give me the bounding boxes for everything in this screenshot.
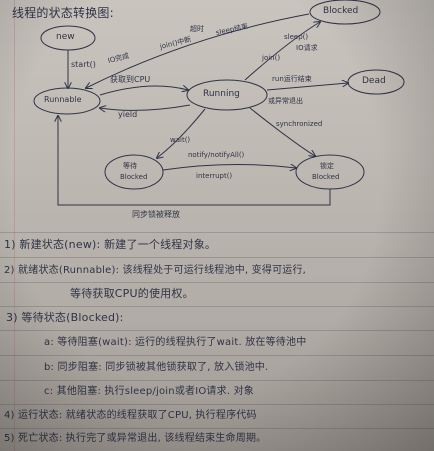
- edge-run-end: [266, 83, 348, 91]
- node-blocked-top-outline: [309, 0, 381, 25]
- edge-synchronized: [249, 107, 315, 156]
- node-runnable: Runnable: [44, 95, 82, 104]
- ruled-line: [0, 355, 434, 356]
- node-waiting-label-cn: 等待: [123, 162, 137, 170]
- edge-label-synchronized: synchronized: [276, 120, 323, 128]
- edge-label-timeout: 超时: [190, 25, 204, 33]
- node-running-outline: [186, 79, 268, 111]
- edge-yield: [100, 104, 191, 110]
- node-new: new: [56, 32, 75, 42]
- note-3c-other-blocking: c: 其他阻塞: 执行sleep/join或者IO请求. 对象: [44, 386, 254, 397]
- node-waiting-label-en: Blocked: [120, 173, 148, 181]
- edge-label-lock-released: 同步锁被释放: [132, 210, 180, 219]
- note-4-running-state: 4) 运行状态: 就绪状态的线程获取了CPU, 执行程序代码: [4, 410, 257, 421]
- node-dead: Dead: [362, 76, 386, 86]
- edge-label-get-cpu: 获取到CPU: [110, 75, 151, 84]
- note-5-dead-state: 5) 死亡状态: 执行完了或异常退出, 该线程结束生命周期。: [4, 433, 267, 444]
- diagram-title: 线程的状态转换图:: [12, 6, 114, 20]
- ruled-line: [0, 428, 434, 429]
- edge-label-or-exception: 或异常退出: [268, 97, 303, 105]
- ruled-line: [0, 232, 434, 233]
- node-lock-label-cn: 锁定: [320, 162, 334, 170]
- edge-label-yield: yield: [118, 110, 138, 119]
- ruled-line: [0, 380, 434, 381]
- ruled-line: [0, 282, 434, 283]
- edge-label-start: start(): [71, 60, 96, 69]
- ruled-line: [0, 330, 434, 331]
- ruled-line: [0, 404, 434, 405]
- note-3-blocked-state: 3) 等待状态(Blocked):: [6, 311, 124, 324]
- note-3a-wait-blocking: a: 等待阻塞(wait): 运行的线程执行了wait. 放在等待池中: [44, 337, 307, 348]
- edge-label-io-request: IO请求: [296, 44, 318, 52]
- edge-lock-released: [58, 116, 331, 206]
- node-blocked-top: Blocked: [323, 6, 359, 16]
- ruled-line: [0, 306, 434, 307]
- note-3b-sync-blocking: b: 同步阻塞: 同步锁被其他锁获取了, 放入锁池中.: [44, 362, 269, 373]
- node-waiting-blocked-outline: [104, 154, 164, 190]
- edge-label-notify: notify/notifyAll(): [188, 151, 245, 159]
- edge-label-sleep: sleep(): [284, 33, 309, 41]
- edge-label-join: join(): [262, 54, 281, 62]
- edge-wait: [157, 108, 206, 158]
- edge-get-cpu: [99, 86, 188, 96]
- note-2-continued: 等待获取CPU的使用权。: [70, 287, 194, 300]
- ruled-line: [0, 257, 434, 258]
- note-2-runnable-state: 2) 就绪状态(Runnable): 该线程处于可运行线程池中, 变得可运行,: [4, 265, 307, 276]
- edge-blocked-to-runnable: [86, 13, 310, 88]
- edge-running-to-blocked: [244, 22, 320, 81]
- edge-label-interrupt: interrupt(): [196, 172, 233, 180]
- node-running: Running: [203, 89, 240, 99]
- node-lock-label-en: Blocked: [312, 173, 340, 181]
- edge-label-wait: wait(): [170, 136, 191, 144]
- note-1-new-state: 1) 新建状态(new): 新建了一个线程对象。: [4, 238, 217, 251]
- page-margin-line: [14, 0, 15, 451]
- edge-notify: [162, 164, 296, 170]
- edge-label-run-end: run运行结束: [272, 75, 312, 83]
